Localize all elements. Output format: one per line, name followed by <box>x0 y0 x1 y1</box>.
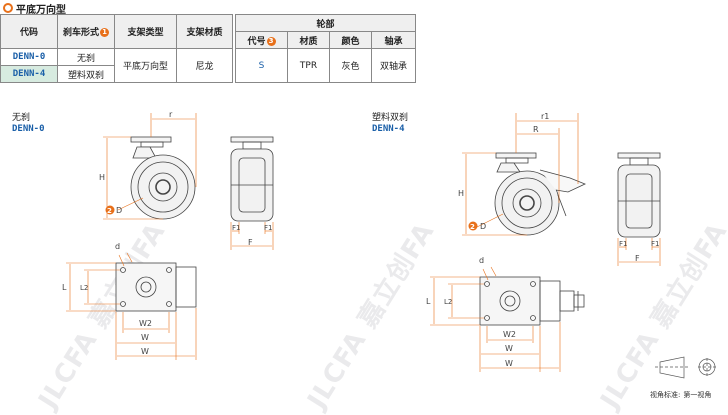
dim-d: d <box>115 242 120 251</box>
right-front-view <box>617 152 661 238</box>
dim-D-badge: 2 <box>470 223 475 231</box>
table-row: DENN-4 塑料双刹 <box>0 65 416 83</box>
header-bracket-type: 支架类型 <box>114 14 177 49</box>
dim-H: H <box>99 173 105 182</box>
table-row: DENN-0 无刹 平底万向型 尼龙 S TPR 灰色 双轴承 <box>0 48 416 83</box>
material-value: TPR <box>287 48 330 83</box>
left-front-dimensions <box>230 222 274 250</box>
header-bearing: 轴承 <box>371 31 416 49</box>
dim-W2: W2 <box>139 319 152 328</box>
left-view-label: 无刹 DENN-0 <box>12 113 45 134</box>
dim-H: H <box>458 189 464 198</box>
brake-badge-icon: 1 <box>100 28 109 37</box>
wheel-code-badge-icon: 3 <box>266 36 276 46</box>
row-code: DENN-4 <box>0 65 58 83</box>
dim-D-badge: 2 <box>107 207 112 215</box>
row-brake: 塑料双刹 <box>57 65 115 83</box>
dim-L: L <box>426 297 431 306</box>
dim-D: D <box>116 206 122 215</box>
dim-W: W <box>141 333 149 342</box>
section-title-text: 平底万向型 <box>16 4 66 16</box>
technical-drawing: H r 2 D F F1 F1 <box>62 110 716 379</box>
bracket-material-value: 尼龙 <box>176 48 233 83</box>
left-top-view <box>115 262 197 312</box>
left-front-view <box>230 136 274 222</box>
dim-F: F <box>635 254 640 263</box>
dim-W: W <box>505 344 513 353</box>
first-angle-projection-icon <box>655 356 716 379</box>
projection-standard: 视角标准:第一视角 <box>650 391 712 399</box>
left-side-view <box>130 136 196 220</box>
dim-R: R <box>533 125 539 134</box>
bracket-type-value: 平底万向型 <box>114 48 177 83</box>
color-value: 灰色 <box>329 48 372 83</box>
wheel-code-value: S <box>235 48 288 83</box>
left-top-dimensions <box>66 252 197 360</box>
dim-F1: F1 <box>264 224 272 232</box>
dim-W2: W2 <box>503 330 516 339</box>
section-title: 平底万向型 <box>3 1 66 16</box>
dim-F1: F1 <box>619 240 627 248</box>
dim-L2: L2 <box>444 298 452 306</box>
bearing-value: 双轴承 <box>371 48 416 83</box>
dim-r: r <box>169 110 173 119</box>
right-side-dimensions <box>462 113 579 236</box>
right-top-view <box>479 276 585 326</box>
section-bullet-icon <box>3 3 13 13</box>
right-view-label: 塑料双刹 DENN-4 <box>372 113 409 134</box>
dim-W: W <box>505 359 513 368</box>
left-side-dimensions <box>103 113 197 220</box>
dim-L2: L2 <box>80 284 88 292</box>
dim-r1: r1 <box>541 112 549 121</box>
dim-D: D <box>480 222 486 231</box>
right-top-dimensions <box>430 266 561 372</box>
dim-F1: F1 <box>651 240 659 248</box>
dim-d: d <box>479 256 484 265</box>
right-side-view <box>494 152 587 236</box>
dim-L: L <box>62 283 67 292</box>
dim-F: F <box>248 238 253 247</box>
dim-W: W <box>141 347 149 356</box>
dim-F1: F1 <box>232 224 240 232</box>
right-front-dimensions <box>617 238 661 266</box>
